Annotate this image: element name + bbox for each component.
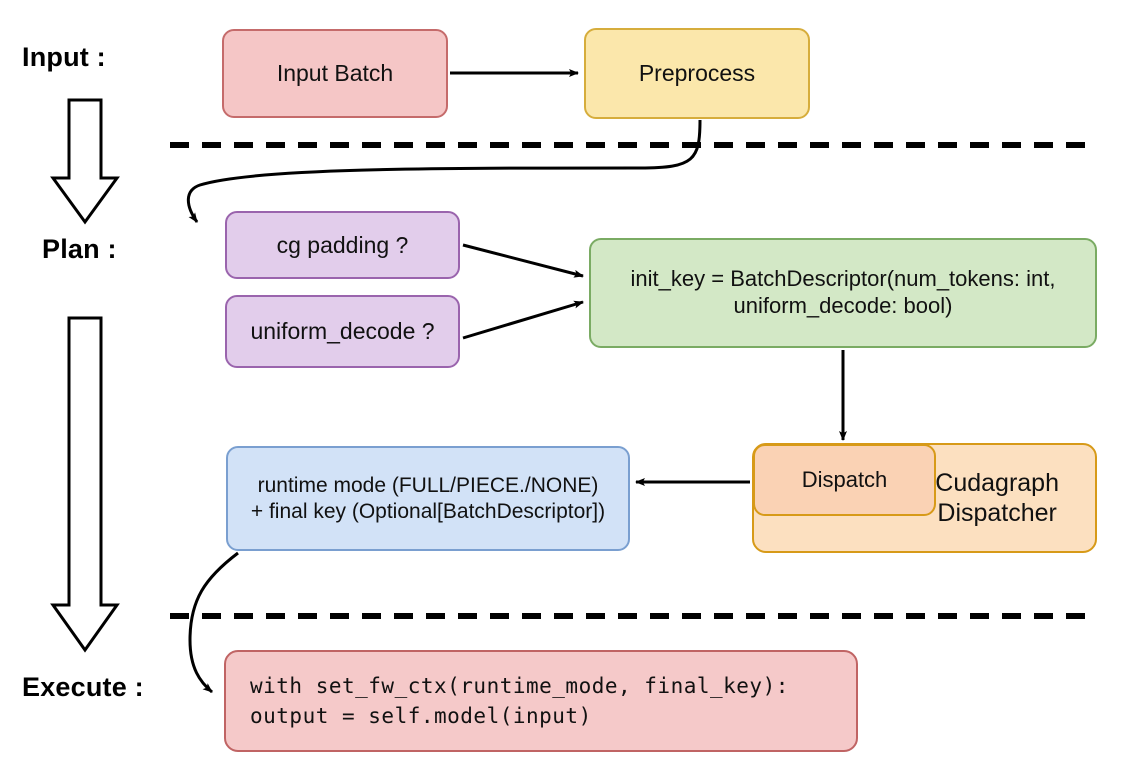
node-cudagraph-dispatcher-label: Cudagraph Dispatcher [935, 468, 1059, 528]
node-input-batch[interactable]: Input Batch [222, 29, 448, 118]
plan-to-execute-arrow [50, 316, 120, 653]
node-runtime-mode-label: runtime mode (FULL/PIECE./NONE) + final … [250, 473, 606, 523]
input-to-plan-arrow [50, 98, 120, 225]
edge-cg-padding-to-init-key [462, 243, 584, 278]
node-preprocess-label: Preprocess [638, 60, 756, 87]
node-uniform-decode-label: uniform_decode ? [250, 318, 435, 345]
node-execute-code[interactable]: with set_fw_ctx(runtime_mode, final_key)… [224, 650, 858, 752]
node-input-batch-label: Input Batch [276, 60, 394, 87]
node-runtime-mode[interactable]: runtime mode (FULL/PIECE./NONE) + final … [226, 446, 630, 551]
node-uniform-decode[interactable]: uniform_decode ? [225, 295, 460, 368]
node-preprocess[interactable]: Preprocess [584, 28, 810, 119]
stage-label-plan: Plan : [42, 234, 117, 264]
edge-preprocess-to-cg-padding [186, 119, 702, 223]
stage-label-execute: Execute : [22, 672, 144, 702]
node-dispatch[interactable]: Dispatch [753, 444, 936, 516]
node-execute-code-label: with set_fw_ctx(runtime_mode, final_key)… [250, 673, 789, 728]
node-init-key[interactable]: init_key = BatchDescriptor(num_tokens: i… [589, 238, 1097, 348]
node-init-key-label: init_key = BatchDescriptor(num_tokens: i… [630, 266, 1056, 318]
node-dispatch-label: Dispatch [801, 466, 888, 492]
node-cg-padding[interactable]: cg padding ? [225, 211, 460, 279]
edge-uniform-decode-to-init-key [462, 300, 584, 340]
node-cg-padding-label: cg padding ? [276, 231, 409, 258]
stage-label-input: Input : [22, 42, 106, 72]
